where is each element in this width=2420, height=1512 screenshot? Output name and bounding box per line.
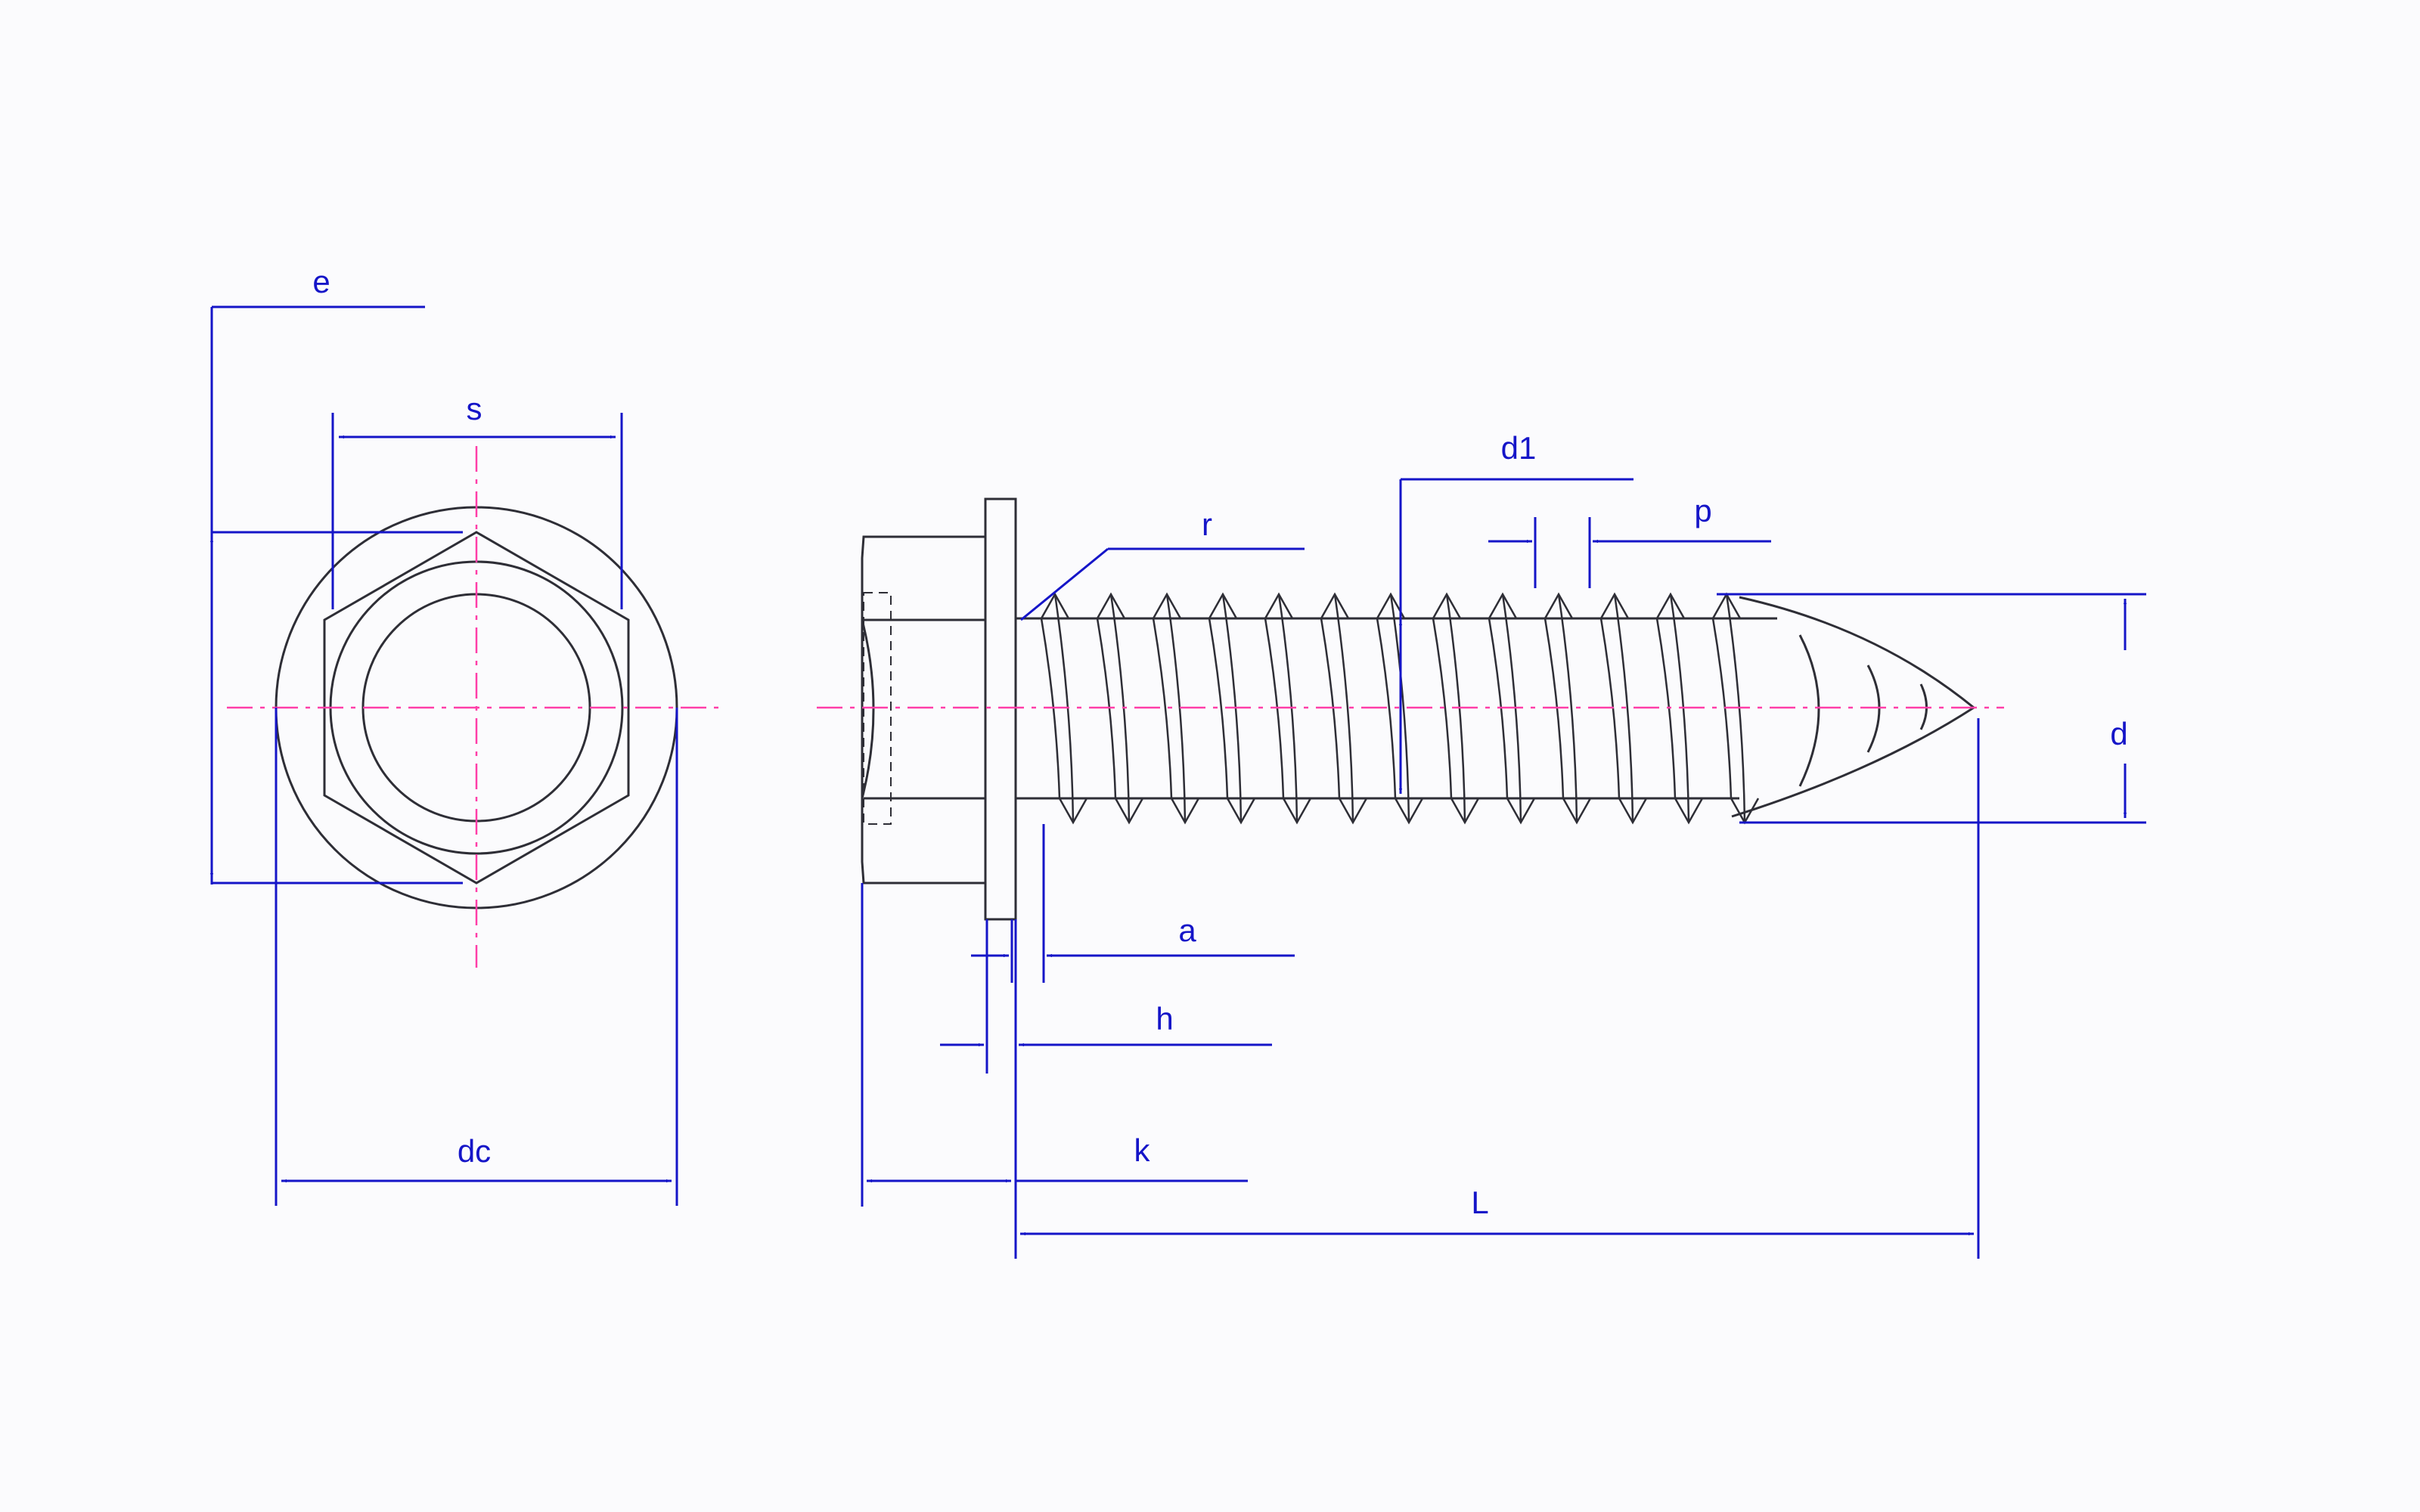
label-dc: dc [458,1133,491,1169]
thread-flank [1376,618,1397,799]
thread-flank [1655,618,1677,799]
front-view-centerlines [227,446,726,968]
thread-flank [1333,593,1354,823]
thread-flank [1613,593,1634,823]
thread-flank [1208,618,1229,799]
label-d: d [2110,716,2127,751]
label-k: k [1134,1132,1151,1168]
hex-head-side [861,535,987,885]
label-L: L [1471,1185,1488,1220]
label-d1: d1 [1501,430,1537,466]
label-h: h [1156,1001,1173,1036]
label-r: r [1202,507,1212,542]
side-view [861,497,1976,921]
dimension-lines [209,305,2146,1259]
label-e: e [312,264,330,299]
washer-flange-side [984,497,1017,921]
thread-flank [1557,593,1578,823]
label-s: s [467,391,482,426]
thread-flank [1152,618,1173,799]
hex-head-outline [323,531,630,885]
label-a: a [1178,912,1196,948]
thread-flank [1389,593,1410,823]
label-p: p [1694,493,1711,528]
thread-flank [1432,618,1453,799]
